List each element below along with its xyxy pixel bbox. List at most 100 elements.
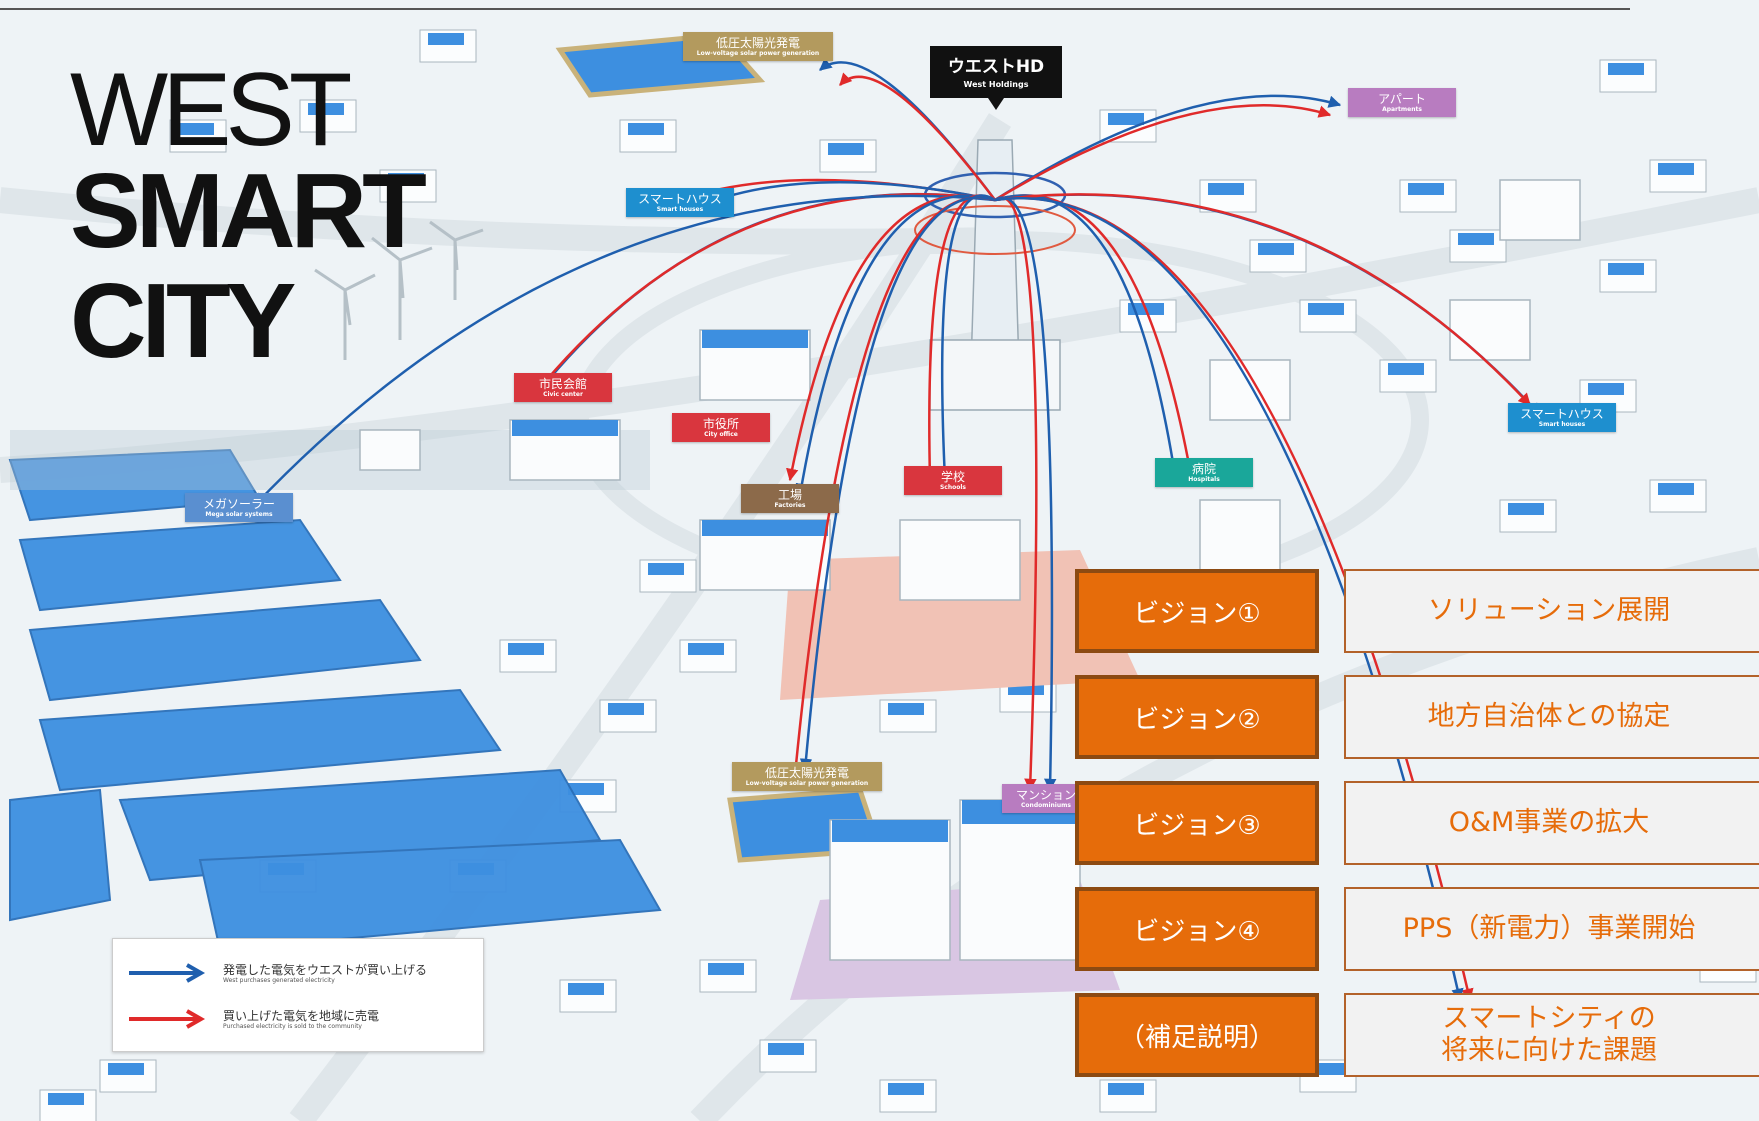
- red-arrow-icon: [129, 1009, 206, 1029]
- label-smart-houses-right: スマートハウス Smart houses: [1508, 403, 1616, 432]
- house-solar-panel: [608, 703, 644, 715]
- flow-arrow: [994, 94, 1342, 202]
- vision-4-description[interactable]: PPS（新電力）事業開始: [1344, 887, 1759, 971]
- label-en: Apartments: [1382, 106, 1422, 114]
- house-solar-panel: [1588, 383, 1624, 395]
- flow-arrow: [529, 193, 996, 401]
- house-solar-panel: [428, 33, 464, 45]
- legend-red-row: 買い上げた電気を地域に売電 Purchased electricity is s…: [127, 1005, 467, 1035]
- house-solar-panel: [1308, 303, 1344, 315]
- house-solar-panel: [1458, 233, 1494, 245]
- house-solar-panel: [388, 173, 424, 185]
- house-solar-panel: [888, 703, 924, 715]
- label-en: Mega solar systems: [205, 511, 273, 519]
- flow-arrow: [254, 194, 996, 506]
- flow-arrow: [938, 194, 996, 482]
- label-low-voltage-solar-bottom: 低圧太陽光発電 Low-voltage solar power generati…: [732, 762, 882, 791]
- flow-arrow: [795, 194, 996, 497]
- house-solar-panel: [1658, 483, 1694, 495]
- house-solar-panel: [1508, 503, 1544, 515]
- label-schools: 学校 Schools: [904, 466, 1002, 495]
- title-city: CITY: [70, 262, 296, 380]
- vision-4-button[interactable]: ビジョン④: [1075, 887, 1319, 971]
- house-solar-panel: [1108, 113, 1144, 125]
- label-en: Low-voltage solar power generation: [745, 780, 869, 788]
- house-solar-panel: [628, 123, 664, 135]
- label-en: City office: [704, 431, 738, 439]
- house-solar-panel: [568, 783, 604, 795]
- label-factories: 工場 Factories: [741, 484, 839, 513]
- title-west: WEST: [70, 52, 352, 168]
- house-solar-panel: [108, 1063, 144, 1075]
- blue-arrow-icon: [129, 963, 206, 983]
- supplement-description[interactable]: スマートシティの 将来に向けた課題: [1344, 993, 1759, 1077]
- house-solar-panel: [178, 123, 214, 135]
- label-jp: 工場: [777, 488, 802, 502]
- label-smart-houses-left: スマートハウス Smart houses: [626, 188, 734, 217]
- legend-blue-row: 発電した電気をウエストが買い上げる West purchases generat…: [127, 959, 467, 989]
- flow-arrow: [994, 196, 1038, 792]
- house-solar-panel: [1408, 183, 1444, 195]
- vision-2-button[interactable]: ビジョン②: [1075, 675, 1319, 759]
- house-solar-panel: [1658, 163, 1694, 175]
- label-jp: 低圧太陽光発電: [764, 766, 849, 780]
- vision-1-button[interactable]: ビジョン①: [1075, 569, 1319, 653]
- label-civic-center: 市民会館 Civic center: [514, 373, 612, 402]
- label-jp: 市民会館: [538, 377, 587, 391]
- label-en: Low-voltage solar power generation: [696, 50, 820, 58]
- label-en: Hospitals: [1188, 476, 1220, 484]
- house-solar-panel: [1258, 243, 1294, 255]
- vision-2-description[interactable]: 地方自治体との協定: [1344, 675, 1759, 759]
- label-apartments: アパート Apartments: [1348, 88, 1456, 117]
- supplement-button[interactable]: （補足説明）: [1075, 993, 1319, 1077]
- house-solar-panel: [828, 143, 864, 155]
- label-hospitals: 病院 Hospitals: [1155, 458, 1253, 487]
- vision-3-button[interactable]: ビジョン③: [1075, 781, 1319, 865]
- label-en: Condominiums: [1021, 802, 1071, 810]
- flow-arrow: [994, 197, 1464, 1002]
- label-jp: スマートハウス: [1520, 407, 1604, 421]
- top-rule: [0, 8, 1630, 10]
- legend-blue-jp: 発電した電気をウエストが買い上げる: [223, 963, 428, 977]
- house-solar-panel: [648, 563, 684, 575]
- vision-1-description[interactable]: ソリューション展開: [1344, 569, 1759, 653]
- house-solar-panel: [48, 1093, 84, 1105]
- title-smart: SMART: [70, 152, 427, 270]
- flow-arrow: [994, 104, 1332, 202]
- house-solar-panel: [888, 1083, 924, 1095]
- house-shape: [1449, 229, 1507, 263]
- label-en: Smart houses: [656, 206, 704, 214]
- west-holdings-label: ウエストHD West Holdings: [930, 46, 1062, 110]
- house-solar-panel: [1608, 63, 1644, 75]
- label-low-voltage-solar-top: 低圧太陽光発電 Low-voltage solar power generati…: [683, 32, 833, 61]
- west-holdings-en: West Holdings: [963, 80, 1029, 89]
- label-en: Smart houses: [1538, 421, 1586, 429]
- label-mega-solar: メガソーラー Mega solar systems: [185, 493, 293, 522]
- flow-arrow: [994, 193, 1531, 406]
- flow-arrow: [799, 196, 996, 772]
- house-solar-panel: [1608, 263, 1644, 275]
- legend-red-en: Purchased electricity is sold to the com…: [223, 1023, 362, 1030]
- house-solar-panel: [508, 643, 544, 655]
- flow-arrow: [839, 72, 996, 201]
- house-solar-panel: [308, 103, 344, 115]
- west-holdings-jp: ウエストHD: [947, 57, 1045, 77]
- vision-3-description[interactable]: O&M事業の拡大: [1344, 781, 1759, 865]
- house-solar-panel: [688, 643, 724, 655]
- label-en: Civic center: [543, 391, 583, 399]
- legend-red-jp: 買い上げた電気を地域に売電: [223, 1009, 380, 1023]
- house-solar-panel: [1208, 183, 1244, 195]
- house-solar-panel: [1108, 1083, 1144, 1095]
- house-solar-panel: [768, 1043, 804, 1055]
- label-jp: 病院: [1191, 462, 1216, 476]
- label-jp: スマートハウス: [638, 192, 722, 206]
- label-jp: 低圧太陽光発電: [715, 36, 800, 50]
- label-jp: 市役所: [702, 417, 739, 431]
- label-en: Factories: [774, 502, 806, 510]
- label-jp: アパート: [1378, 92, 1426, 106]
- label-jp: マンション: [1015, 788, 1076, 802]
- house-solar-panel: [568, 983, 604, 995]
- arrow-legend: 発電した電気をウエストが買い上げる West purchases generat…: [112, 938, 484, 1052]
- house-solar-panel: [1388, 363, 1424, 375]
